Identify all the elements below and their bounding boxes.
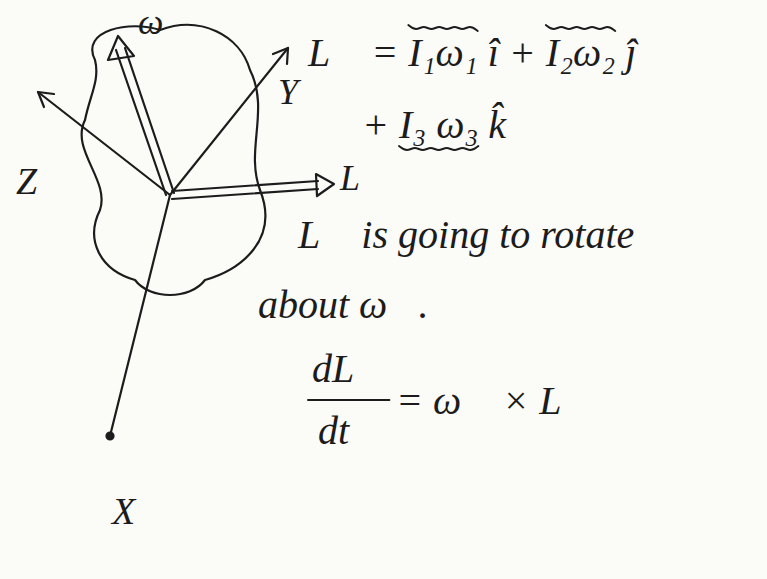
vector-label: ω — [138, 2, 163, 43]
z-axis-head — [38, 92, 54, 107]
vector-label: L⃗ — [340, 158, 388, 199]
equation: L⃗ = I₁ω₁ î + I₂ω₂ ĵ — [308, 30, 636, 76]
note: about ω⃗. — [258, 282, 428, 328]
equation: = ω⃗ × L⃗ — [396, 378, 593, 424]
y-axis — [170, 48, 288, 195]
omega-vector — [125, 48, 174, 193]
rigid-body-outline — [82, 25, 266, 295]
fraction-denominator: dt — [318, 408, 349, 454]
axis-label: X — [112, 490, 135, 534]
equation: + I₃ ω₃ k̂ — [362, 102, 506, 148]
x-axis — [110, 195, 170, 436]
omega-vector — [116, 50, 166, 195]
axis-label: Z — [16, 160, 37, 204]
axis-label: Y — [278, 72, 298, 113]
omega-vector-head — [108, 36, 134, 60]
fraction-numerator: dL⃗ — [312, 346, 385, 392]
x-axis-end — [107, 433, 114, 440]
note: L⃗ is going to rotate — [298, 212, 634, 258]
fraction-bar — [308, 399, 389, 401]
y-axis-head — [273, 48, 288, 64]
l-vector — [172, 189, 318, 199]
z-axis — [38, 92, 170, 195]
l-vector-head — [316, 174, 334, 196]
